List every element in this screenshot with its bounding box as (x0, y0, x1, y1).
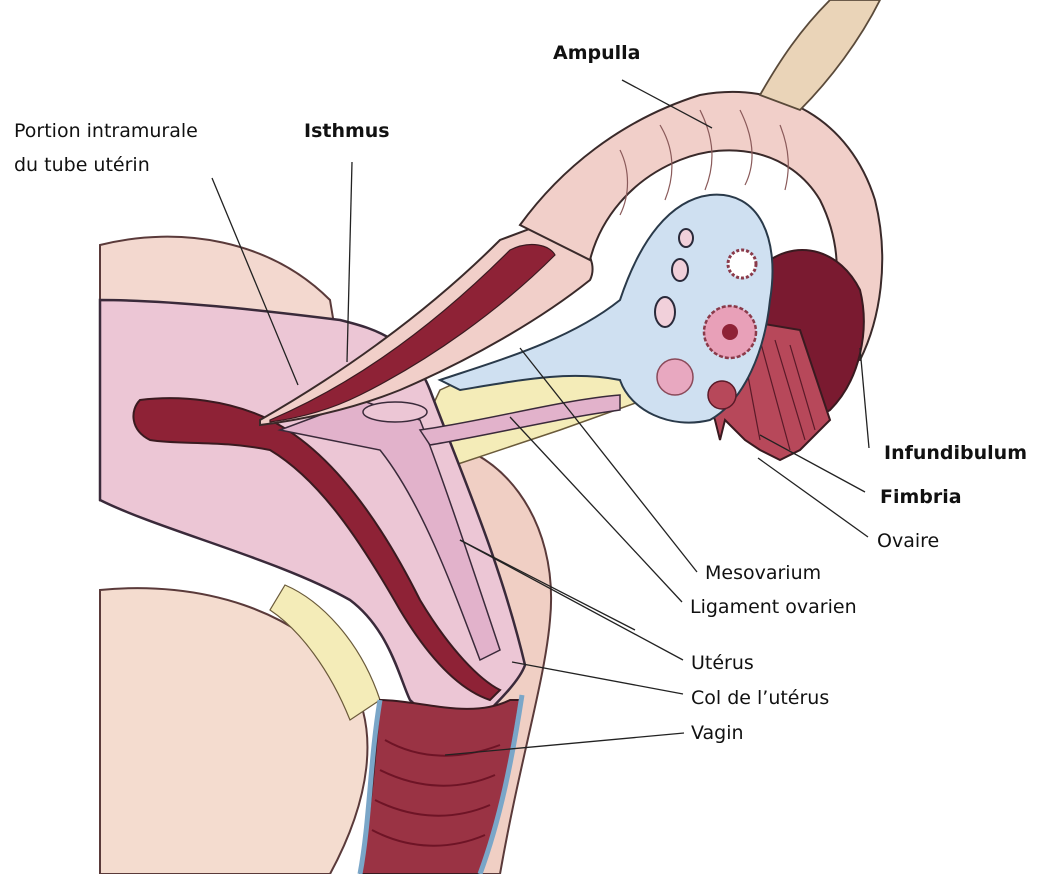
follicle-small-2 (672, 259, 688, 281)
leader-infundibulum (860, 348, 869, 448)
corpus-albicans-2 (708, 381, 736, 409)
follicle-small-3 (655, 297, 675, 327)
follicle-graafian (728, 250, 756, 278)
label-col-uterus: Col de l’utérus (691, 685, 829, 711)
corpus-luteum-core (722, 324, 738, 340)
label-ampulla: Ampulla (553, 40, 640, 66)
corpus-albicans (657, 359, 693, 395)
follicle-small-1 (679, 229, 693, 247)
label-ovaire: Ovaire (877, 528, 939, 554)
label-mesovarium: Mesovarium (705, 560, 821, 586)
ligament-stub (363, 402, 427, 422)
suspensory-ligament (760, 0, 880, 110)
leader-fimbria (760, 435, 865, 492)
label-vagin: Vagin (691, 720, 744, 746)
label-ligament-ovarien: Ligament ovarien (690, 594, 857, 620)
leader-ovaire (758, 458, 868, 537)
label-uterus: Utérus (691, 650, 754, 676)
label-fimbria: Fimbria (880, 484, 962, 510)
label-portion-line2: du tube utérin (14, 152, 150, 178)
label-portion-line1: Portion intramurale (14, 118, 198, 144)
label-isthmus: Isthmus (304, 118, 390, 144)
label-infundibulum: Infundibulum (884, 440, 1027, 466)
